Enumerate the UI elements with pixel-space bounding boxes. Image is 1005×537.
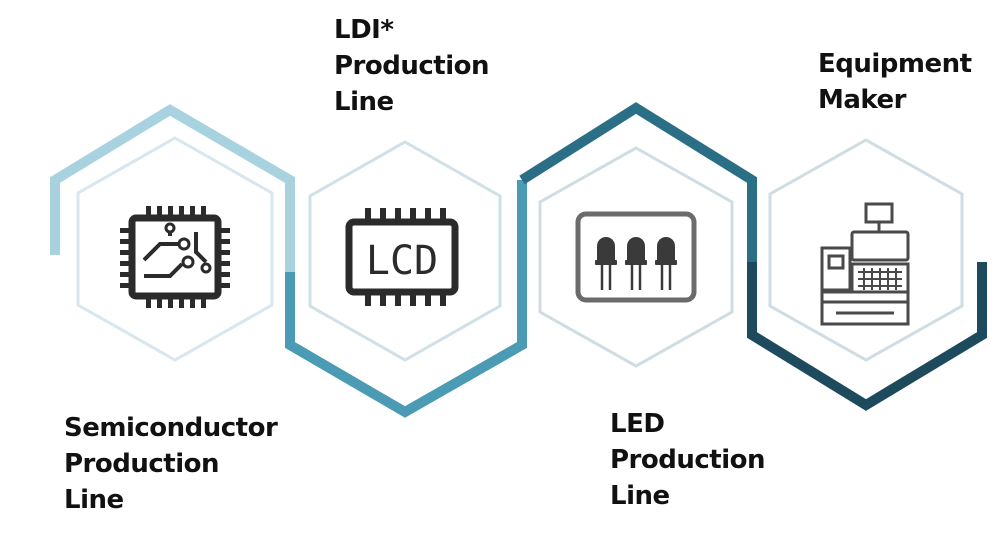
label-led-production-line: LED Production Line	[610, 406, 766, 514]
frame-ldi	[285, 180, 527, 418]
frame-equipment	[747, 262, 987, 411]
label-ldi-line-1: LDI*	[334, 15, 394, 45]
label-semiconductor-line-2: Production	[64, 449, 220, 479]
label-led-line-1: LED	[610, 409, 665, 439]
microchip-icon	[120, 206, 230, 308]
label-led-line-2: Production	[610, 445, 766, 475]
label-equipment-line-1: Equipment	[818, 49, 972, 79]
lcd-chip-icon: LCD	[345, 208, 459, 306]
frame-led	[519, 102, 757, 262]
cash-register-icon	[820, 202, 910, 326]
label-led-line-3: Line	[610, 481, 670, 511]
label-semiconductor-line-3: Line	[64, 485, 124, 515]
frame-semiconductor	[50, 104, 295, 272]
label-ldi-line-3: Line	[334, 87, 394, 117]
label-equipment-maker: Equipment Maker	[818, 46, 972, 118]
label-ldi-production-line: LDI* Production Line	[334, 12, 490, 120]
hexagon-equipment	[768, 138, 964, 362]
label-equipment-line-2: Maker	[818, 85, 906, 115]
label-ldi-line-2: Production	[334, 51, 490, 81]
led-diodes-icon	[575, 211, 697, 303]
lcd-text: LCD	[366, 238, 438, 284]
label-semiconductor-line-1: Semiconductor	[64, 413, 278, 443]
label-semiconductor-production-line: Semiconductor Production Line	[64, 410, 278, 518]
